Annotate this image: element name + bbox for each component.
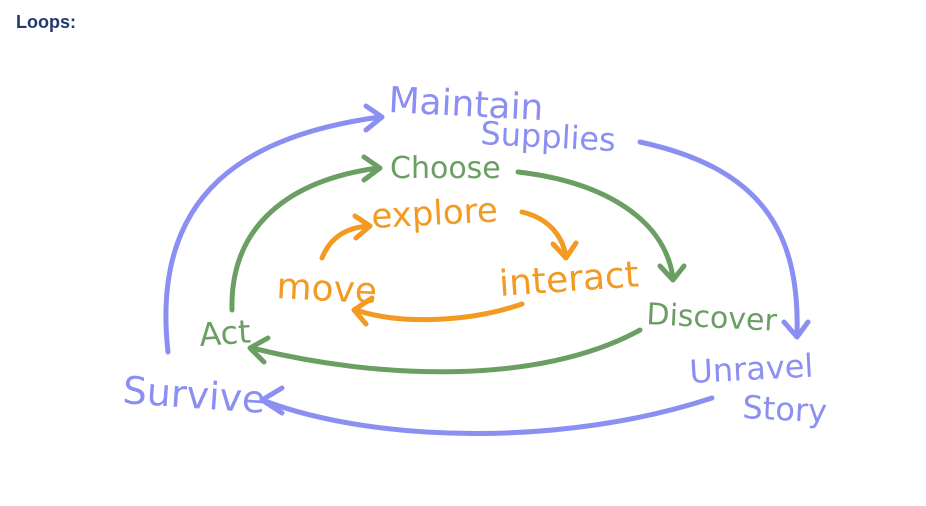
arrowhead-unravel: [781, 319, 811, 340]
label-story: Story: [742, 388, 828, 430]
label-discover: Discover: [646, 297, 779, 339]
arrowhead-survive: [259, 385, 285, 416]
middle-loop: [229, 154, 687, 375]
arrowhead-maintain: [363, 103, 385, 133]
outer-loop: [163, 103, 811, 436]
arrowhead-explore: [352, 213, 373, 241]
label-explore: explore: [370, 190, 498, 237]
label-act: Act: [198, 312, 252, 353]
arrow-maintain-to-unravel: [637, 139, 800, 338]
label-maintain: Maintain: [388, 80, 545, 129]
label-choose: Choose: [390, 151, 501, 186]
arrow-explore-to-interact: [519, 209, 569, 259]
arrowhead-interact: [550, 240, 579, 261]
arrowhead-discover: [657, 263, 687, 283]
label-supplies: Supplies: [480, 114, 617, 159]
label-interact: interact: [498, 254, 640, 305]
arrowhead-act: [247, 335, 271, 365]
arrowhead-move: [351, 295, 375, 327]
arrow-act-to-choose: [229, 165, 381, 313]
arrow-move-to-explore: [319, 223, 371, 261]
label-move: move: [276, 266, 379, 312]
arrow-discover-to-act: [249, 327, 643, 375]
inner-loop: [319, 209, 579, 327]
arrow-survive-to-maintain: [163, 114, 383, 355]
arrow-interact-to-move: [353, 301, 525, 323]
arrow-choose-to-discover: [515, 169, 676, 281]
page-title: Loops:: [16, 12, 76, 32]
label-unravel: Unravel: [688, 347, 814, 391]
arrowhead-choose: [361, 154, 383, 183]
label-survive: Survive: [121, 368, 266, 422]
arrow-unravel-to-survive: [259, 395, 715, 436]
